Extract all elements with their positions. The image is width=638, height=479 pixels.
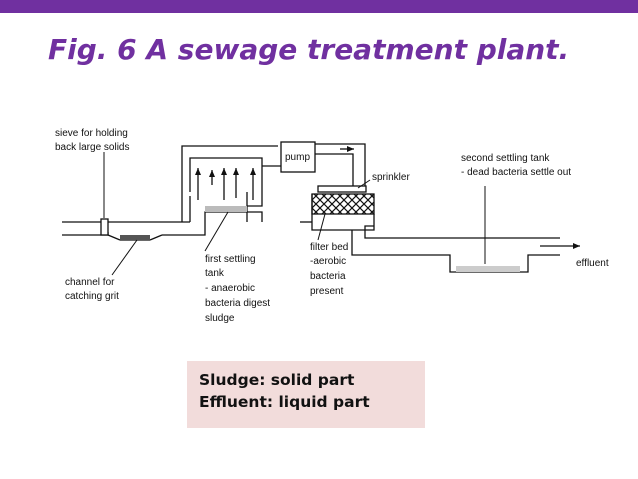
top-accent-bar [0, 0, 638, 13]
first-tank-label: - anaerobic [205, 283, 255, 294]
filter-bed-label: filter bed [310, 242, 348, 253]
second-settling-tank [351, 230, 560, 273]
first-tank-label: bacteria digest [205, 298, 270, 309]
sieve-mesh [100, 218, 109, 236]
second-tank-label: second settling tank [461, 153, 550, 164]
pump-label: pump [285, 152, 310, 163]
filter-bed-label: present [310, 286, 344, 297]
filter-bed-label: bacteria [310, 271, 346, 282]
pump-box [280, 141, 316, 173]
channel-label: catching grit [65, 291, 119, 302]
settled-sludge [456, 266, 520, 272]
effluent-definition: Effluent: liquid part [199, 393, 370, 411]
effluent-label: effluent [576, 258, 609, 269]
sieve-label: back large solids [55, 142, 129, 153]
first-tank-label: sludge [205, 313, 235, 324]
filter-bed-gravel [311, 193, 375, 215]
definition-note: Sludge: solid part Effluent: liquid part [187, 361, 425, 428]
pipe-to-second-tank [364, 225, 560, 239]
pipe-to-sprinkler [315, 143, 366, 186]
sprinkler-arm [317, 185, 367, 193]
slide-title: Fig. 6 A sewage treatment plant. [48, 33, 570, 66]
grit-deposit [120, 235, 150, 240]
first-tank-label: tank [205, 268, 225, 279]
sprinkler-label: sprinkler [372, 172, 410, 183]
sludge-definition: Sludge: solid part [199, 371, 355, 389]
second-tank-label: - dead bacteria settle out [461, 167, 571, 178]
filter-bed-label: -aerobic [310, 256, 346, 267]
first-tank-label: first settling [205, 254, 256, 265]
first-settling-tank [181, 145, 278, 236]
filter-bed-walls [311, 194, 375, 231]
channel-label: channel for [65, 277, 115, 288]
sieve-label: sieve for holding [55, 128, 128, 139]
